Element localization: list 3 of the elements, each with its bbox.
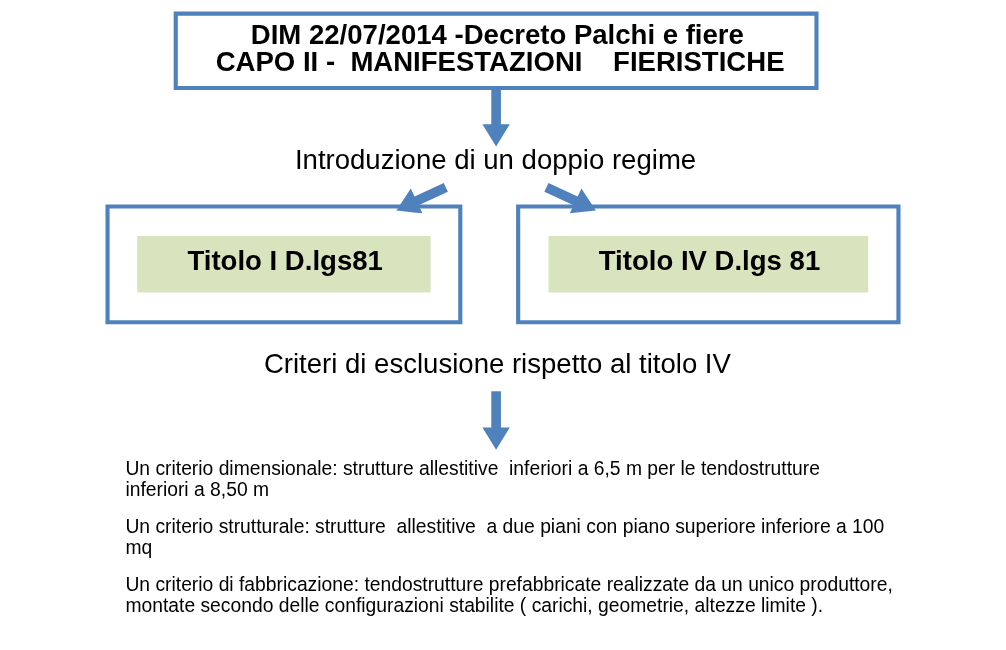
node-text: Un criterio dimensionale: strutture allestitive inferiori a 6,5 m per le tendostrutture inferiori a 8,50 m Un criterio strutturale: strutture allestitive a due piani con piano superiore inferiore a 100 mq Un criterio di fabbricazione: tendostrutture prefabbricate realizzate da un unico produttore, montate secondo delle configurazioni stabilite ( carichi, geometrie, altezze limite ). xyxy=(125,458,893,616)
node-text: Introduzione di un doppio regime xyxy=(294,144,697,176)
node-text: Criteri di esclusione rispetto al titolo IV xyxy=(263,348,731,380)
